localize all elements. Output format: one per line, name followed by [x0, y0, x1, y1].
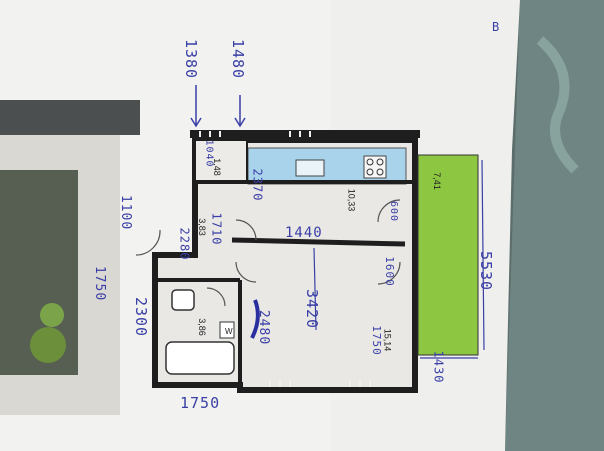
- dim-living-2480: 2480: [256, 309, 272, 346]
- bath-area-label: 3,86: [196, 318, 207, 336]
- dim-living-3420: 3420: [303, 288, 322, 330]
- bath-label: W: [225, 327, 233, 336]
- sink-icon: [295, 159, 325, 177]
- window-marks: [199, 131, 371, 387]
- stove-icon: [363, 155, 387, 179]
- dim-right-5530: 5530: [477, 250, 496, 292]
- burner-icon: [366, 158, 374, 166]
- dim-left-1100: 1100: [118, 194, 134, 231]
- fabric-area: [505, 0, 604, 451]
- burner-icon: [376, 158, 384, 166]
- arrow-head: [234, 117, 246, 128]
- wall-top: [190, 130, 420, 138]
- entry-door-swing: [135, 229, 161, 256]
- kitchen-door-swing: [377, 199, 401, 223]
- door-swing: [235, 261, 257, 283]
- dimension-line: [481, 159, 485, 351]
- dim-door-600: 600: [388, 200, 400, 223]
- dim-top-1380: 1380: [182, 38, 201, 80]
- dim-hall-2280: 2280: [177, 227, 192, 261]
- kitchen-area-label: 10,33: [346, 188, 357, 212]
- arrow-head: [190, 117, 202, 128]
- balcony: [417, 154, 479, 356]
- living-area-label: 15,14: [382, 328, 393, 352]
- print-band-top: [0, 100, 140, 135]
- dim-kitchen-2370: 2370: [250, 168, 265, 202]
- dim-top-1480: 1480: [229, 38, 248, 80]
- dim-hall-1710: 1710: [209, 212, 224, 246]
- partition-wall: [231, 237, 406, 247]
- scribble-mark: [250, 299, 260, 339]
- bathtub-icon: [165, 341, 235, 375]
- living-door-swing: [377, 261, 401, 285]
- dim-left-1750: 1750: [92, 265, 108, 302]
- fabric-pattern: [536, 36, 579, 174]
- dim-closet-1040: 1040: [203, 139, 215, 168]
- dim-left-2300: 2300: [132, 296, 151, 338]
- corner-mark: B: [492, 20, 501, 34]
- dim-kitchen-1440: 1440: [285, 225, 323, 241]
- door-swing: [235, 219, 257, 241]
- balcony-area-label: 7,41: [431, 172, 442, 190]
- washbasin-icon: [171, 289, 195, 311]
- shrub-icon: [30, 327, 66, 363]
- hall-area-label: 3,83: [196, 218, 207, 236]
- burner-icon: [376, 168, 384, 176]
- burner-icon: [366, 168, 374, 176]
- shrub-icon: [40, 303, 64, 327]
- washer-icon: [219, 321, 235, 339]
- bath-door-swing: [206, 287, 226, 307]
- dim-living-1750: 1750: [369, 325, 383, 356]
- dim-bottom-1750: 1750: [180, 394, 221, 412]
- dimension-line: [313, 247, 317, 331]
- dim-right-1430: 1430: [431, 350, 446, 384]
- dim-door-1600: 1600: [382, 256, 396, 287]
